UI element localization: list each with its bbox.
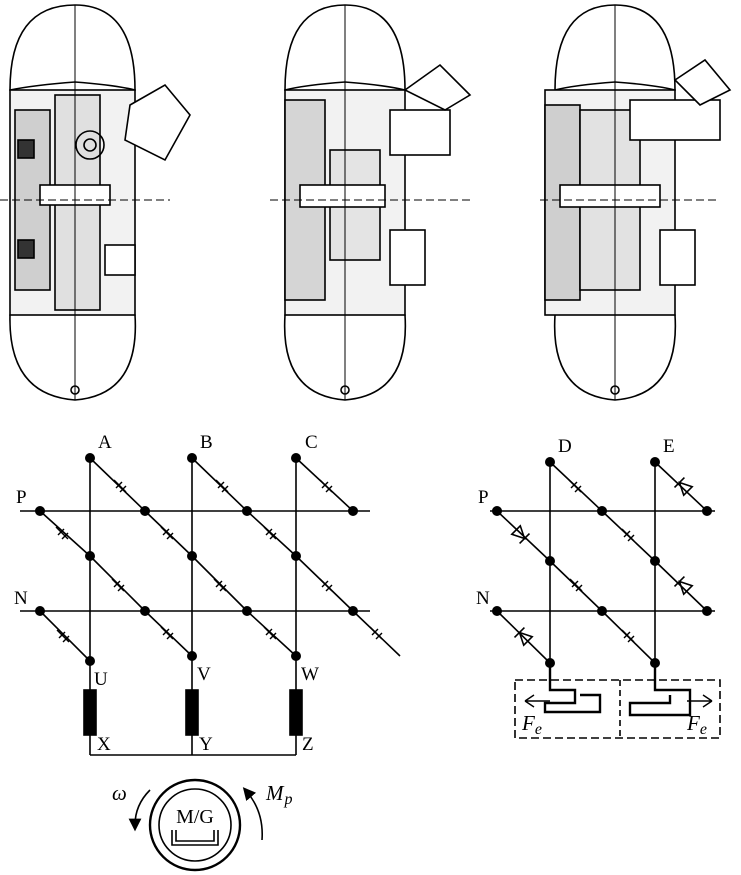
winding-end-y: Y xyxy=(199,734,213,755)
motor-generator-label: M/G xyxy=(176,806,214,828)
bus-p-label: P xyxy=(16,487,27,508)
motor-generator-symbol xyxy=(128,778,264,872)
terminal-a: A xyxy=(98,432,112,453)
terminal-b: B xyxy=(200,432,213,453)
omega-label: ω xyxy=(112,781,127,805)
terminal-v: V xyxy=(197,664,211,685)
force-left-label: Fe xyxy=(521,711,542,738)
torque-label: Mp xyxy=(265,781,293,808)
terminal-e: E xyxy=(663,436,675,457)
bus-n-label: N xyxy=(14,588,28,609)
winding-end-z: Z xyxy=(302,734,314,755)
terminal-c: C xyxy=(305,432,318,453)
wheel-section-3 xyxy=(540,4,732,401)
linear-circuit-nodes xyxy=(492,457,712,668)
terminal-d: D xyxy=(558,436,572,457)
wheel-section-1 xyxy=(0,4,191,401)
three-phase-circuit xyxy=(20,455,401,756)
force-right-label: Fe xyxy=(686,711,707,738)
bus-n-label-right: N xyxy=(476,588,490,609)
winding-end-x: X xyxy=(97,734,111,755)
terminal-u: U xyxy=(94,669,108,690)
wheel-section-2 xyxy=(270,4,472,401)
linear-circuit xyxy=(490,461,721,739)
bus-p-label-right: P xyxy=(478,487,489,508)
terminal-w: W xyxy=(301,664,319,685)
three-phase-nodes xyxy=(35,453,358,666)
